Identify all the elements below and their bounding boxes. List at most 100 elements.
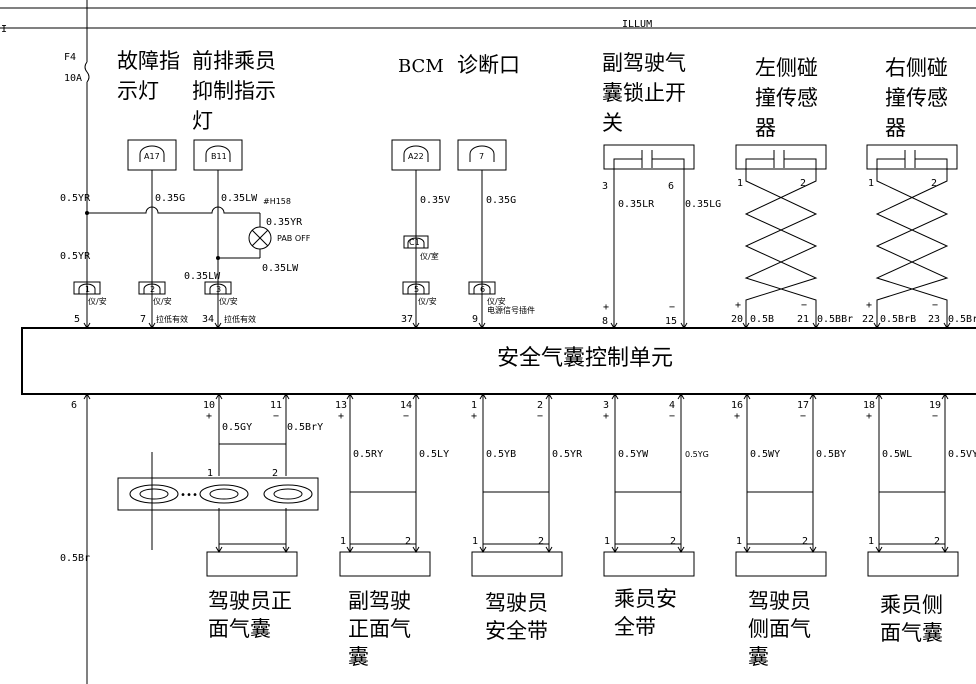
clock-spring: ••• 1 2 [117,452,319,550]
svg-text:−: − [537,411,543,422]
inline-connector-c1 [403,235,429,249]
label-bcm: BCM [398,56,444,77]
bottom-connectors: 1 2 1 2 1 2 1 2 1 2 [206,536,959,577]
svg-text:18: 18 [863,400,875,411]
wire-label: 0.35LW [221,193,258,204]
wire-label: 0.35G [486,195,516,206]
inline-connector: 2 仪/安 [138,281,172,306]
lock-switch-box [603,144,695,170]
svg-text:驾驶员正: 驾驶员正 [208,589,292,613]
label-fault-lamp: 故障指 示灯 [117,49,180,103]
wire-label: 0.35V [420,195,450,206]
label-left-sensor: 左侧碰 撞传感 器 [755,56,818,140]
svg-text:1: 1 [471,400,477,411]
svg-text:前排乘员: 前排乘员 [192,49,276,73]
svg-text:器: 器 [885,116,906,140]
svg-text:囊: 囊 [348,645,369,669]
label-driver-side-airbag: 驾驶员 侧面气 囊 [748,589,811,669]
inline-connector: 6 仪/安 [468,281,506,306]
svg-text:10: 10 [203,400,215,411]
wire-label: 0.5B [750,314,774,325]
svg-text:1: 1 [868,178,874,189]
svg-text:−: − [273,411,279,422]
svg-text:4: 4 [669,400,675,411]
wire-label: 0.35LG [685,199,721,210]
svg-text:+: + [206,411,212,422]
illum-label: ILLUM [622,19,652,30]
wire-label: 0.5Br [60,553,90,564]
left-sensor-box [735,144,827,170]
svg-text:+: + [471,411,477,422]
wire-label: 0.5BBr [817,314,853,325]
label-passenger-front-airbag: 副驾驶 正面气 囊 [348,589,411,669]
svg-text:1: 1 [340,536,346,547]
svg-text:−: − [669,302,675,313]
airbag-ecu-block [21,327,976,395]
svg-text:故障指: 故障指 [117,49,180,73]
svg-text:驾驶员: 驾驶员 [748,589,811,613]
svg-text:11: 11 [270,400,282,411]
svg-text:3: 3 [602,181,608,192]
svg-text:0.5YR: 0.5YR [552,449,583,460]
svg-text:2: 2 [931,178,937,189]
connector-diag-label: 7 [479,152,484,161]
svg-text:1: 1 [472,536,478,547]
pab-note: #H158 [263,197,291,206]
svg-text:器: 器 [755,116,776,140]
svg-text:正面气: 正面气 [348,617,411,641]
svg-text:仪/安: 仪/安 [219,296,238,306]
svg-text:2: 2 [934,536,940,547]
svg-text:驾驶员: 驾驶员 [485,591,548,615]
svg-text:仪/安: 仪/安 [88,296,107,306]
svg-text:+: + [866,411,872,422]
svg-text:2: 2 [405,536,411,547]
svg-text:2: 2 [537,400,543,411]
connector-b11-label: B11 [211,152,227,161]
svg-text:16: 16 [731,400,743,411]
svg-text:全带: 全带 [614,615,656,639]
svg-text:21: 21 [797,314,809,325]
svg-text:0.5LY: 0.5LY [419,449,449,460]
wire-label: 0.5BrW [948,314,976,325]
svg-text:0.5RY: 0.5RY [353,449,383,460]
svg-text:0.5WL: 0.5WL [882,449,912,460]
label-driver-front-airbag: 驾驶员正 面气囊 [208,589,292,641]
svg-text:9: 9 [472,314,478,325]
svg-text:20: 20 [731,314,743,325]
svg-text:22: 22 [862,314,874,325]
svg-text:仪/安: 仪/安 [487,296,506,306]
svg-text:面气囊: 面气囊 [208,617,271,641]
svg-text:侧面气: 侧面气 [748,617,811,641]
svg-text:副驾驶气: 副驾驶气 [602,51,686,75]
svg-text:抑制指示: 抑制指示 [192,79,276,103]
svg-text:撞传感: 撞传感 [885,86,948,110]
svg-text:仪/安: 仪/安 [153,296,172,306]
svg-text:−: − [932,300,938,311]
svg-text:右侧碰: 右侧碰 [885,56,948,80]
svg-text:5: 5 [74,314,80,325]
fuse-rating: 10A [64,73,82,84]
svg-text:7: 7 [140,314,146,325]
svg-text:0.5VY: 0.5VY [948,449,976,460]
svg-text:13: 13 [335,400,347,411]
svg-text:1: 1 [868,536,874,547]
svg-text:0.5GY: 0.5GY [222,422,252,433]
svg-text:0.5BrY: 0.5BrY [287,422,323,433]
ecu-label: 安全气囊控制单元 [497,346,673,371]
svg-text:14: 14 [400,400,412,411]
svg-text:+: + [603,411,609,422]
ecu-bottom-pins: 10 + 11 − 13 + 14 − 1 + 2 − 3 + 4 − 16 +… [203,400,941,422]
svg-text:仪/安: 仪/安 [418,296,437,306]
bottom-wire-labels: 0.5GY 0.5BrY 0.5RY 0.5LY 0.5YB 0.5YR 0.5… [222,422,976,460]
svg-text:2: 2 [272,468,278,479]
inline-note: 电源信号插件 [487,305,535,315]
svg-text:5: 5 [414,285,419,294]
right-sensor-box [866,144,958,170]
inline-connector: 5 仪/安 [402,281,437,306]
svg-text:2: 2 [670,536,676,547]
connector-a22-label: A22 [408,152,424,161]
ecu-top-pins: 5 7 34 37 9 8 15 20 21 22 23 + − + − + − [74,300,940,327]
wire-label: 0.35LW [184,271,221,282]
svg-text:+: + [734,411,740,422]
